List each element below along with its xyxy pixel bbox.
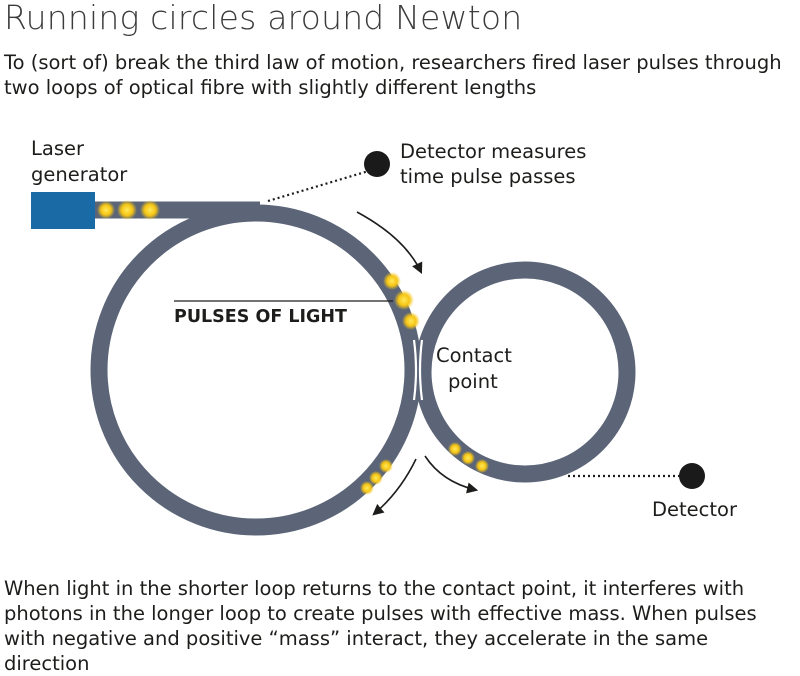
- subtitle: To (sort of) break the third law of moti…: [4, 51, 782, 99]
- pulses-large-loop-lower: [360, 459, 393, 495]
- detector-top-label-line2: time pulse passes: [400, 165, 576, 188]
- arrow-bottom-right: [424, 455, 479, 494]
- detector-bottom-label: Detector: [652, 498, 738, 521]
- title: Running circles around Newton: [4, 0, 523, 37]
- contact-label-line1: Contact: [436, 344, 512, 367]
- laser-label-line2: generator: [31, 163, 128, 186]
- detector-top: [364, 151, 390, 177]
- fibre-loop-diagram: Laser generator Detector measures time p…: [31, 137, 738, 536]
- contact-label-line2: point: [448, 370, 498, 393]
- pulses-label: PULSES OF LIGHT: [174, 307, 347, 327]
- laser-label-line1: Laser: [31, 137, 85, 160]
- detector-bottom: [679, 463, 705, 489]
- small-fibre-loop: [414, 261, 636, 483]
- pulses-small-loop: [448, 442, 489, 473]
- pulses-upper-contact: [383, 272, 420, 330]
- arrow-bottom-left: [372, 458, 417, 516]
- laser-generator: [31, 192, 95, 229]
- large-fibre-loop: [90, 204, 422, 536]
- detector-top-label-line1: Detector measures: [400, 140, 586, 163]
- detector-top-connector: [267, 168, 373, 203]
- pulses-feed: [97, 200, 160, 220]
- caption: When light in the shorter loop returns t…: [4, 577, 757, 675]
- arrow-top: [356, 211, 423, 275]
- contact-point-mark: [412, 339, 424, 401]
